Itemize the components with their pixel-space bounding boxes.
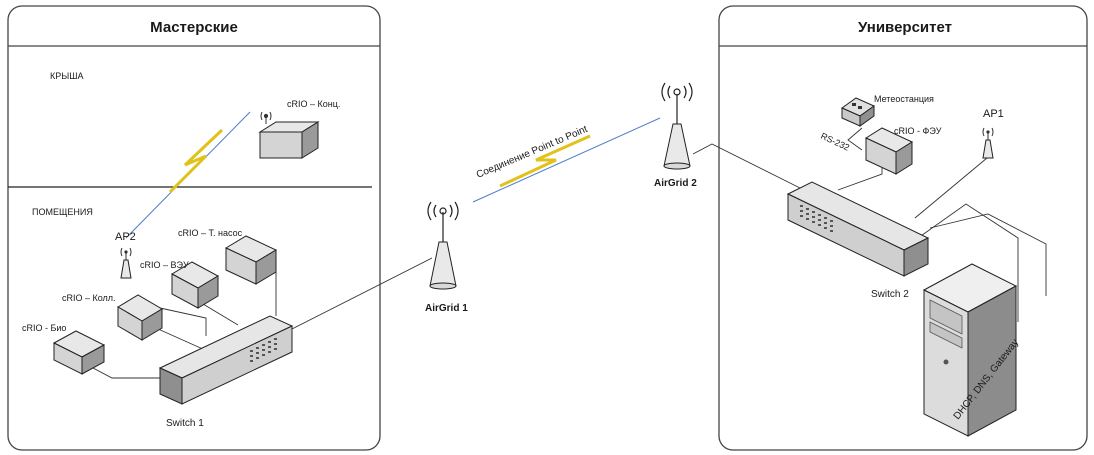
p2p-lightning bbox=[499, 134, 591, 188]
switch2-label: Switch 2 bbox=[871, 289, 909, 300]
switch2-device bbox=[786, 181, 930, 277]
airgrid1-icon bbox=[427, 201, 459, 290]
crio-bio-device bbox=[52, 330, 106, 375]
crio-veu-label: cRIO – ВЭУ bbox=[140, 260, 189, 270]
crio-t-nasos-device bbox=[224, 235, 278, 285]
ap1-label: AP1 bbox=[983, 108, 1004, 120]
switch2-ports bbox=[800, 205, 833, 232]
ap2-icon bbox=[120, 247, 132, 279]
airgrid2-label: AirGrid 2 bbox=[654, 178, 697, 189]
crio-feu-device bbox=[864, 127, 914, 175]
switch1-label: Switch 1 bbox=[166, 418, 204, 429]
crio-t-nasos-label: cRIO – Т. насос bbox=[178, 228, 243, 238]
university-title: Университет bbox=[858, 19, 952, 36]
crio-veu-device bbox=[170, 261, 220, 309]
rooms-label: ПОМЕЩЕНИЯ bbox=[32, 207, 93, 217]
server-device bbox=[922, 263, 1018, 437]
meteostation-device bbox=[840, 97, 876, 127]
ap2-label: AP2 bbox=[115, 231, 136, 243]
switch1-ports bbox=[250, 338, 277, 362]
airgrid2-icon bbox=[661, 82, 693, 170]
switch1-device bbox=[158, 315, 294, 405]
ap1-icon bbox=[982, 127, 994, 159]
workshops-title: Мастерские bbox=[150, 19, 238, 36]
airgrid1-label: AirGrid 1 bbox=[425, 303, 468, 314]
crio-konts-device bbox=[258, 121, 320, 159]
p2p-link-line bbox=[472, 117, 661, 203]
crio-konts-label: cRIO – Конц. bbox=[287, 99, 340, 109]
crio-koll-label: cRIO – Колл. bbox=[62, 293, 116, 303]
ap2-roof-lightning bbox=[168, 128, 224, 194]
roof-antenna-icon bbox=[260, 111, 272, 124]
crio-feu-label: cRIO - ФЭУ bbox=[894, 126, 942, 136]
meteostation-label: Метеостанция bbox=[874, 94, 934, 104]
crio-bio-label: cRIO - Био bbox=[22, 323, 66, 333]
crio-koll-device bbox=[117, 294, 163, 341]
roof-label: КРЫША bbox=[50, 71, 83, 81]
